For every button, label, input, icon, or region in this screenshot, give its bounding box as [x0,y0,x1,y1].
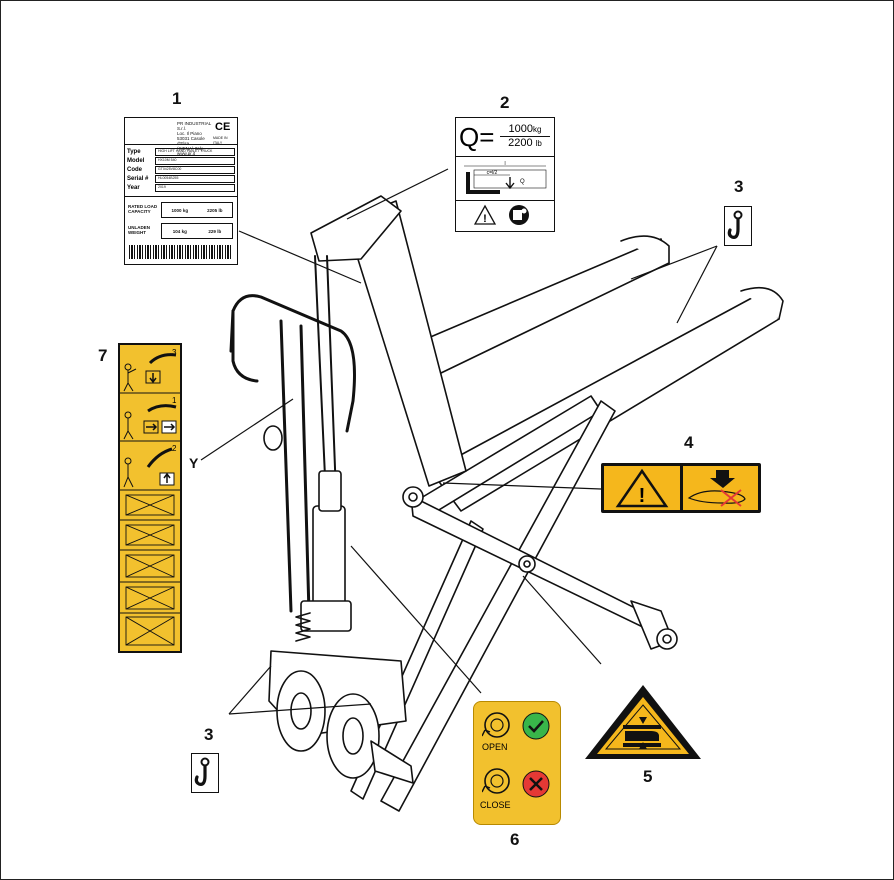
operation-pictograms: 3 1 2 [120,348,180,646]
callout-5: 5 [643,767,653,786]
warning-triangle-icon: ! [615,468,669,508]
foot-crush-warning-label: ! [601,463,761,513]
mast-top [310,195,402,262]
barcode [129,245,233,259]
callout-y: Y [189,455,199,471]
close-label: CLOSE [480,800,511,810]
warning-triangle-panel: ! [604,466,680,510]
unladen-weight-values: 104 kg 229 lb [161,223,233,239]
company-line: PR INDUSTRIAL S.r.l. [177,121,212,131]
svg-text:1: 1 [172,396,177,405]
hook-icon [194,757,210,786]
callout-2: 2 [500,93,510,112]
plate-rows: Type HIGH LIFT HAND PALLET TRUCK Model H… [127,147,235,192]
callout-3-bottom: 3 [204,725,214,744]
plate-row: Serial # HL0054B255 [127,174,235,183]
ce-mark: CE [215,121,231,133]
plate-row: Type HIGH LIFT HAND PALLET TRUCK [127,147,235,156]
company-info: PR INDUSTRIAL S.r.l. Loc. Il Piano 53031… [177,121,213,156]
callout-4: 4 [684,433,694,452]
open-rotation-icon [482,712,510,738]
fork-back [420,238,670,374]
plate-row: Code GT0425V8C00 [127,165,235,174]
no-cross-icon [522,770,550,798]
svg-text:!: ! [483,213,487,225]
rated-load-label: RATED LOAD CAPACITY [128,204,158,214]
company-line: Loc. Il Piano [177,131,202,136]
callout-3-top: 3 [734,177,744,196]
hand-crush-warning-label [585,685,701,759]
svg-text:Q: Q [520,179,525,185]
capacity-q: Q= [459,122,495,152]
lifting-point-label-top [724,206,752,246]
lifting-point-label-bottom [191,753,219,793]
company-line: (SIENA) Italy [177,146,204,151]
operation-instructions-label: 3 1 2 [118,343,182,653]
load-center-diagram: l c=l/2 Q [464,161,547,194]
leader-lines [200,168,718,715]
capacity-label: Q= 1000kg 2200 lb l c=l/2 Q ! [455,117,555,232]
foot-crush-panel [683,466,758,510]
svg-text:3: 3 [172,348,177,357]
plate-row: Model HX10M 540 [127,156,235,165]
svg-text:c=l/2: c=l/2 [487,170,498,176]
warning-and-manual-icons: ! [474,204,529,225]
callout-7: 7 [98,346,108,365]
svg-text:!: ! [639,485,646,507]
foot-crush-icon [687,470,746,507]
plate-row: Year 2019 [127,183,235,192]
company-line: 53031 Casole d'Elsa [177,136,205,146]
hook-icon [727,210,743,239]
open-label: OPEN [482,742,508,752]
unladen-weight-label: UNLADEN WEIGHT [128,225,150,235]
capacity-values: 1000kg 2200 lb [500,123,550,150]
callout-6: 6 [510,830,520,849]
callout-1: 1 [172,89,182,108]
company-line: www.pr.it [177,151,196,156]
close-rotation-icon [482,768,510,794]
valve-label: OPEN CLOSE [473,701,561,825]
serial-plate-label: PR INDUSTRIAL S.r.l. Loc. Il Piano 53031… [124,117,238,265]
made-in: MADE IN ITALY [213,136,228,145]
svg-text:l: l [504,161,505,167]
ok-check-icon [522,712,550,740]
rated-load-values: 1000 kg 2205 lb [161,202,233,218]
svg-text:2: 2 [172,444,177,453]
